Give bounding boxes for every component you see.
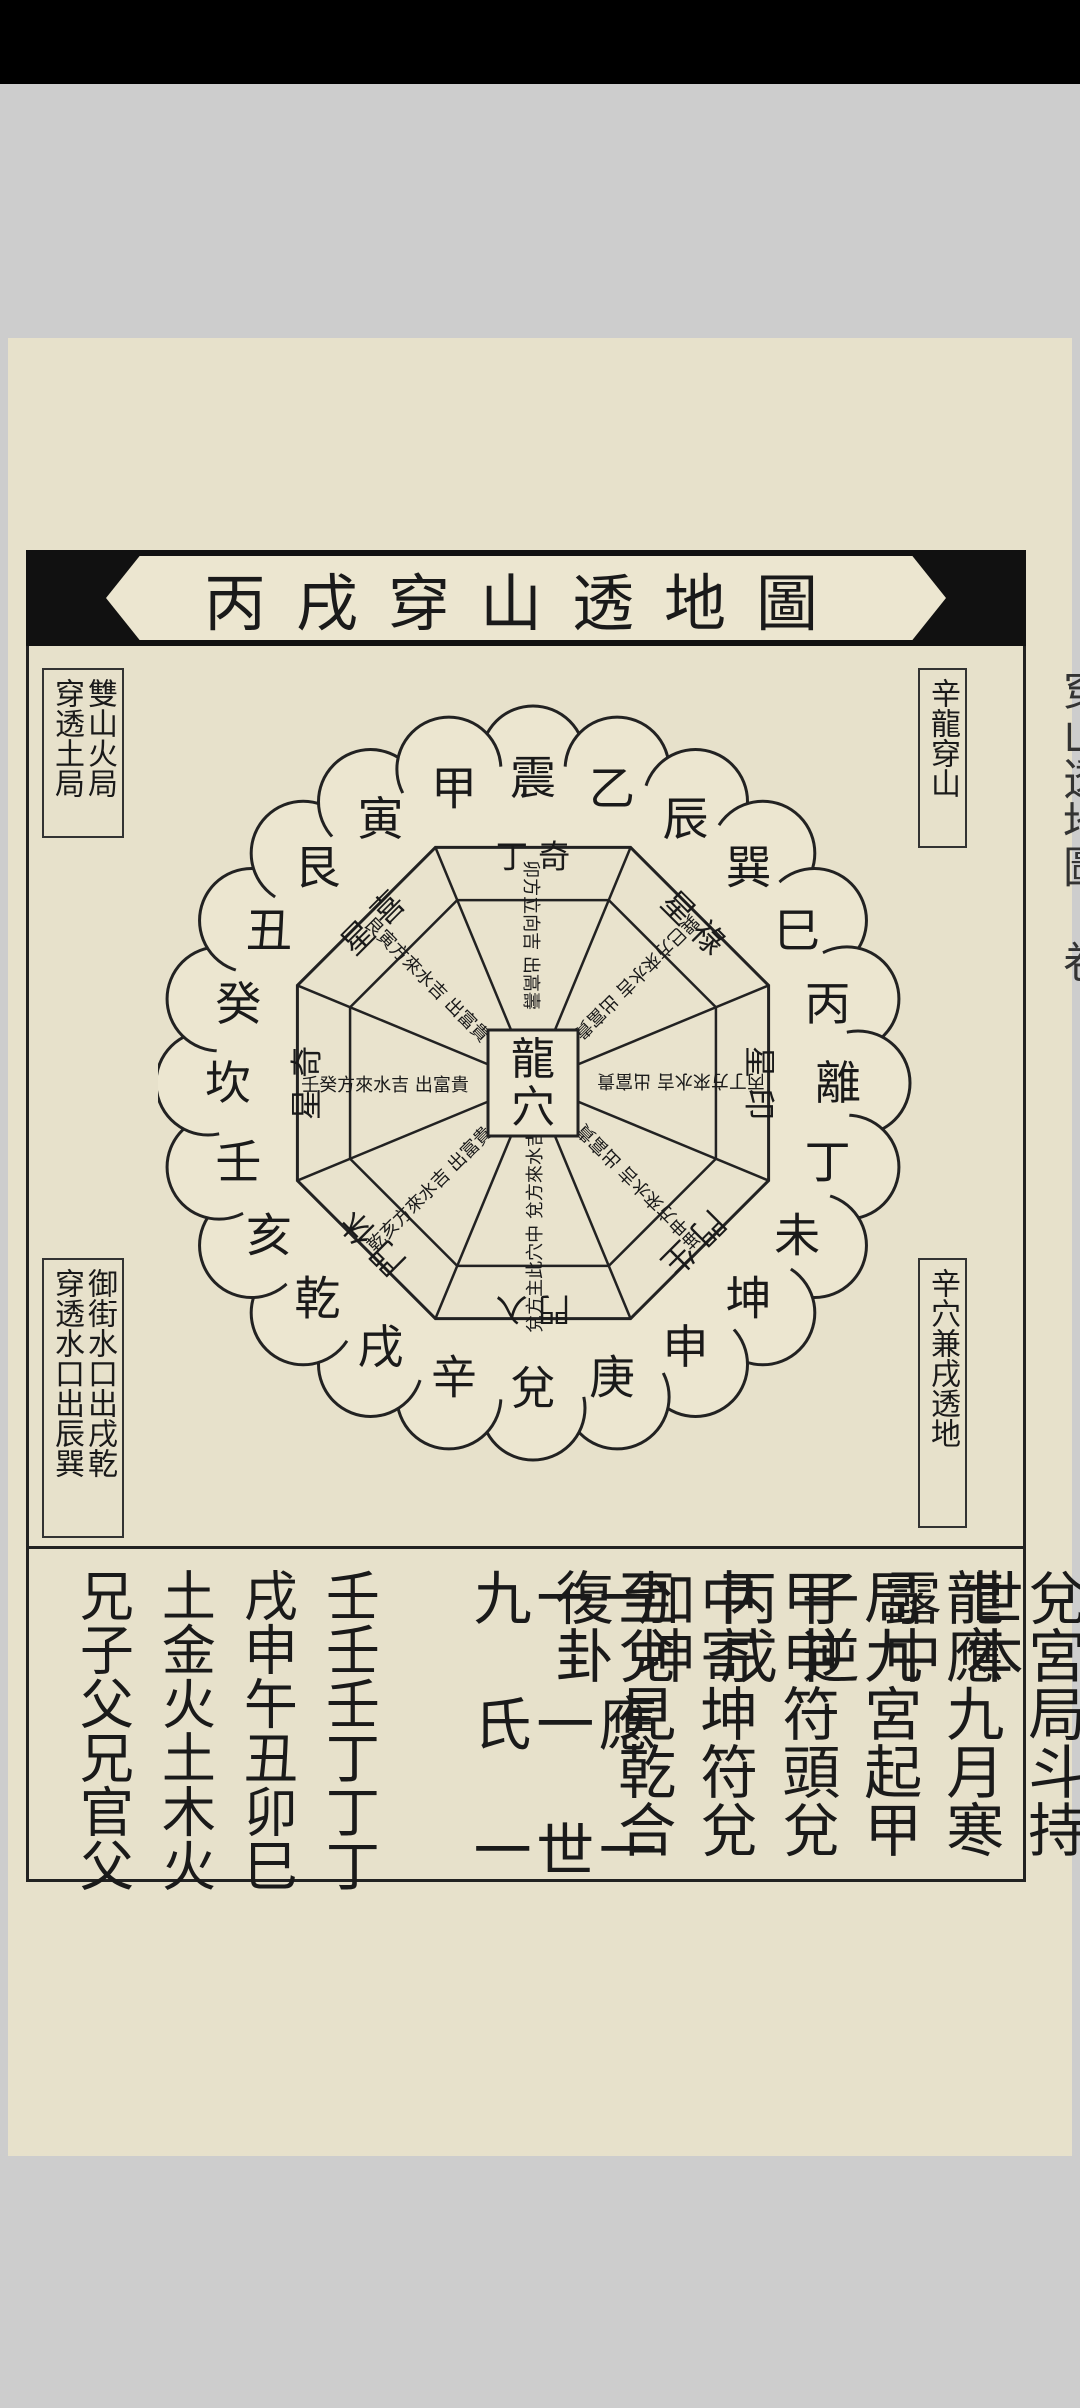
text-column: 至兌見乾合復卦 [545,1568,677,1858]
table-column: 土金火土木火 [152,1568,216,1892]
ring-labels: 震乙辰巽巳丙離丁未坤申庚兌辛戌乾亥壬坎癸丑艮寅甲 [205,751,861,1415]
ring-label: 亥 [246,1209,292,1263]
ring-label: 庚 [589,1351,635,1405]
compass-wheel: 震乙辰巽巳丙離丁未坤申庚兌辛戌乾亥壬坎癸丑艮寅甲 丁 奇卯方立向吉 出高壽星 祿… [158,704,912,1462]
text-column: 一 應 一 一 一 世 九 氏 一 [463,1568,657,1878]
sector-inner-label: 壬癸方來水吉 出富貴 [301,1075,469,1096]
text-column: 中寄坤符兌加坤 [627,1568,759,1858]
ring-label: 壬 [215,1135,261,1189]
text-column: 甲申符頭兌丙戌 [709,1568,841,1858]
ring-label: 辰 [663,792,709,846]
ring-label: 坎 [205,1056,251,1110]
sector-outer-label: 星 印 [741,1046,779,1120]
ring-label: 辛 [431,1351,477,1405]
title-frame: 丙戌穿山透地圖 [106,556,946,640]
sector-outer-label: 丁 奇 [496,838,570,876]
text-column: 兌宮局斗持世本 [955,1568,1080,1858]
page-title: 丙戌穿山透地圖 [203,567,848,640]
label-top-right: 辛龍穿山 [918,668,967,848]
title-banner: 丙戌穿山透地圖 [26,550,1026,646]
ring-label: 離 [815,1056,861,1110]
ring-label: 乙 [589,761,635,815]
ring-label: 寅 [358,792,404,846]
ring-label: 坤 [726,1272,772,1326]
center-label-2: 穴 [511,1082,555,1133]
ring-label: 艮 [294,840,340,894]
center-label: 龍 [511,1034,555,1085]
edge-text: 穿山透地圖 卷 [1055,668,1080,983]
text-column: 龍應九月寒露中 [873,1568,1005,1858]
sector-inner-label: 卯方立向吉 出高壽 [520,860,541,1010]
sector-outer-label: 星 奇 [288,1046,326,1120]
ring-label: 巳 [774,904,820,958]
ring-label: 丑 [246,904,292,958]
section-divider [26,1546,1026,1549]
ring-label: 癸 [215,977,261,1031]
label-bottom-right: 辛穴兼戌透地 [918,1258,967,1528]
ring-label: 乾 [294,1272,340,1326]
ring-label: 戌 [358,1320,404,1374]
ring-label: 丙 [805,977,851,1031]
wheel-sectors: 丁 奇卯方立向吉 出高壽星 祿巽巳方來水吉 出富貴星 印丙丁方來水吉 出富貴門 … [288,838,779,1333]
table-column: 戌申午丑卯巳 [234,1568,298,1892]
sector-outer-label: 門 入 [496,1291,570,1329]
ring-label: 甲 [431,761,477,815]
diagram-frame [26,646,1026,1882]
ring-label: 巽 [726,840,772,894]
label-bottom-left: 御街水口出戌乾 穿透水口出辰巽 [42,1258,124,1538]
status-bar [0,0,1080,84]
sector-inner-label: 兌方主此穴中 兌方來水吉 [525,1129,546,1333]
scanned-page: 丙戌穿山透地圖 雙山火局 穿透土局 辛龍穿山 御街水口出戌乾 穿透水口出辰巽 辛… [8,338,1080,2156]
sector-inner-label: 丙丁方來水吉 出富貴 [597,1070,765,1091]
ring-label: 申 [663,1320,709,1374]
center-box [486,1028,580,1138]
text-column: 局九宮起甲子逆 [791,1568,923,1858]
ring-label: 兌 [510,1361,556,1415]
table-column: 壬壬壬丁丁丁 [316,1568,380,1892]
ring-label: 丁 [805,1135,851,1189]
ring-label: 震 [510,751,556,805]
ring-label: 未 [774,1209,820,1263]
table-column: 兄子父兄官父 [70,1568,134,1892]
label-top-left: 雙山火局 穿透土局 [42,668,124,838]
